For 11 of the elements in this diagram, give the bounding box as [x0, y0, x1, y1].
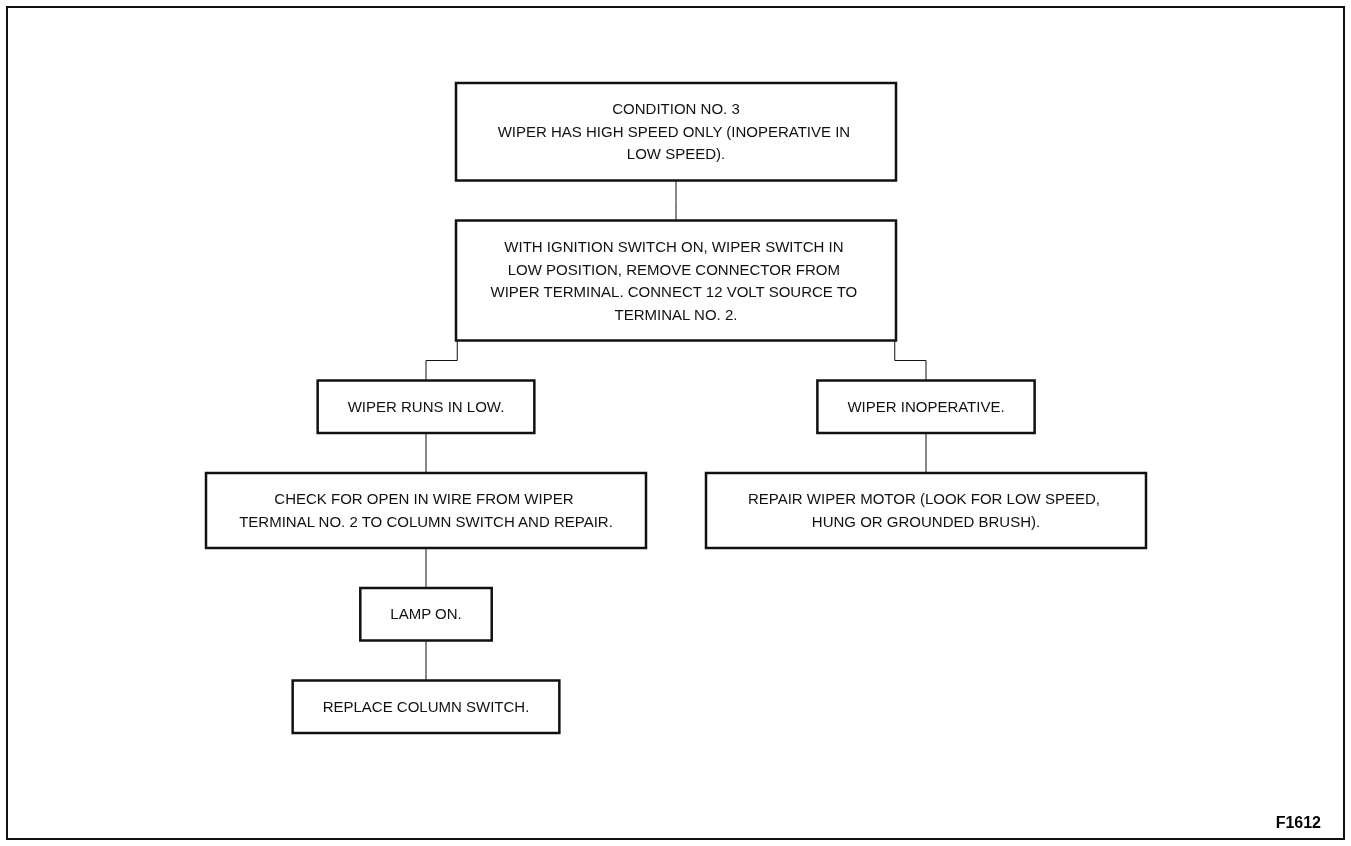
figure-number: F1612 — [1275, 814, 1321, 832]
node-box: CHECK FOR OPEN IN WIRE FROM WIPER TERMINAL NO. 2 TO COLUMN SWITCH AND REPAIR. — [204, 471, 647, 550]
node-box: LAMP ON. — [358, 586, 493, 642]
node-box: CONDITION NO. 3 WIPER HAS HIGH SPEED ONLY (INOPERATIVE IN LOW SPEED). — [454, 81, 897, 182]
node-box: REPLACE COLUMN SWITCH. — [290, 679, 561, 735]
node-box: WIPER RUNS IN LOW. — [315, 379, 536, 435]
node-box: WIPER INOPERATIVE. — [815, 379, 1036, 435]
connector — [425, 640, 426, 681]
connector — [675, 180, 676, 221]
node-box: REPAIR WIPER MOTOR (LOOK FOR LOW SPEED, HUNG OR GROUNDED BRUSH). — [704, 471, 1147, 550]
node-box: WITH IGNITION SWITCH ON, WIPER SWITCH IN LOW POSITION, REMOVE CONNECTOR FROM WIPER TERMINAL. CONNECT 12 VOLT SOURCE TO TERMINAL NO. 2. — [454, 219, 897, 342]
